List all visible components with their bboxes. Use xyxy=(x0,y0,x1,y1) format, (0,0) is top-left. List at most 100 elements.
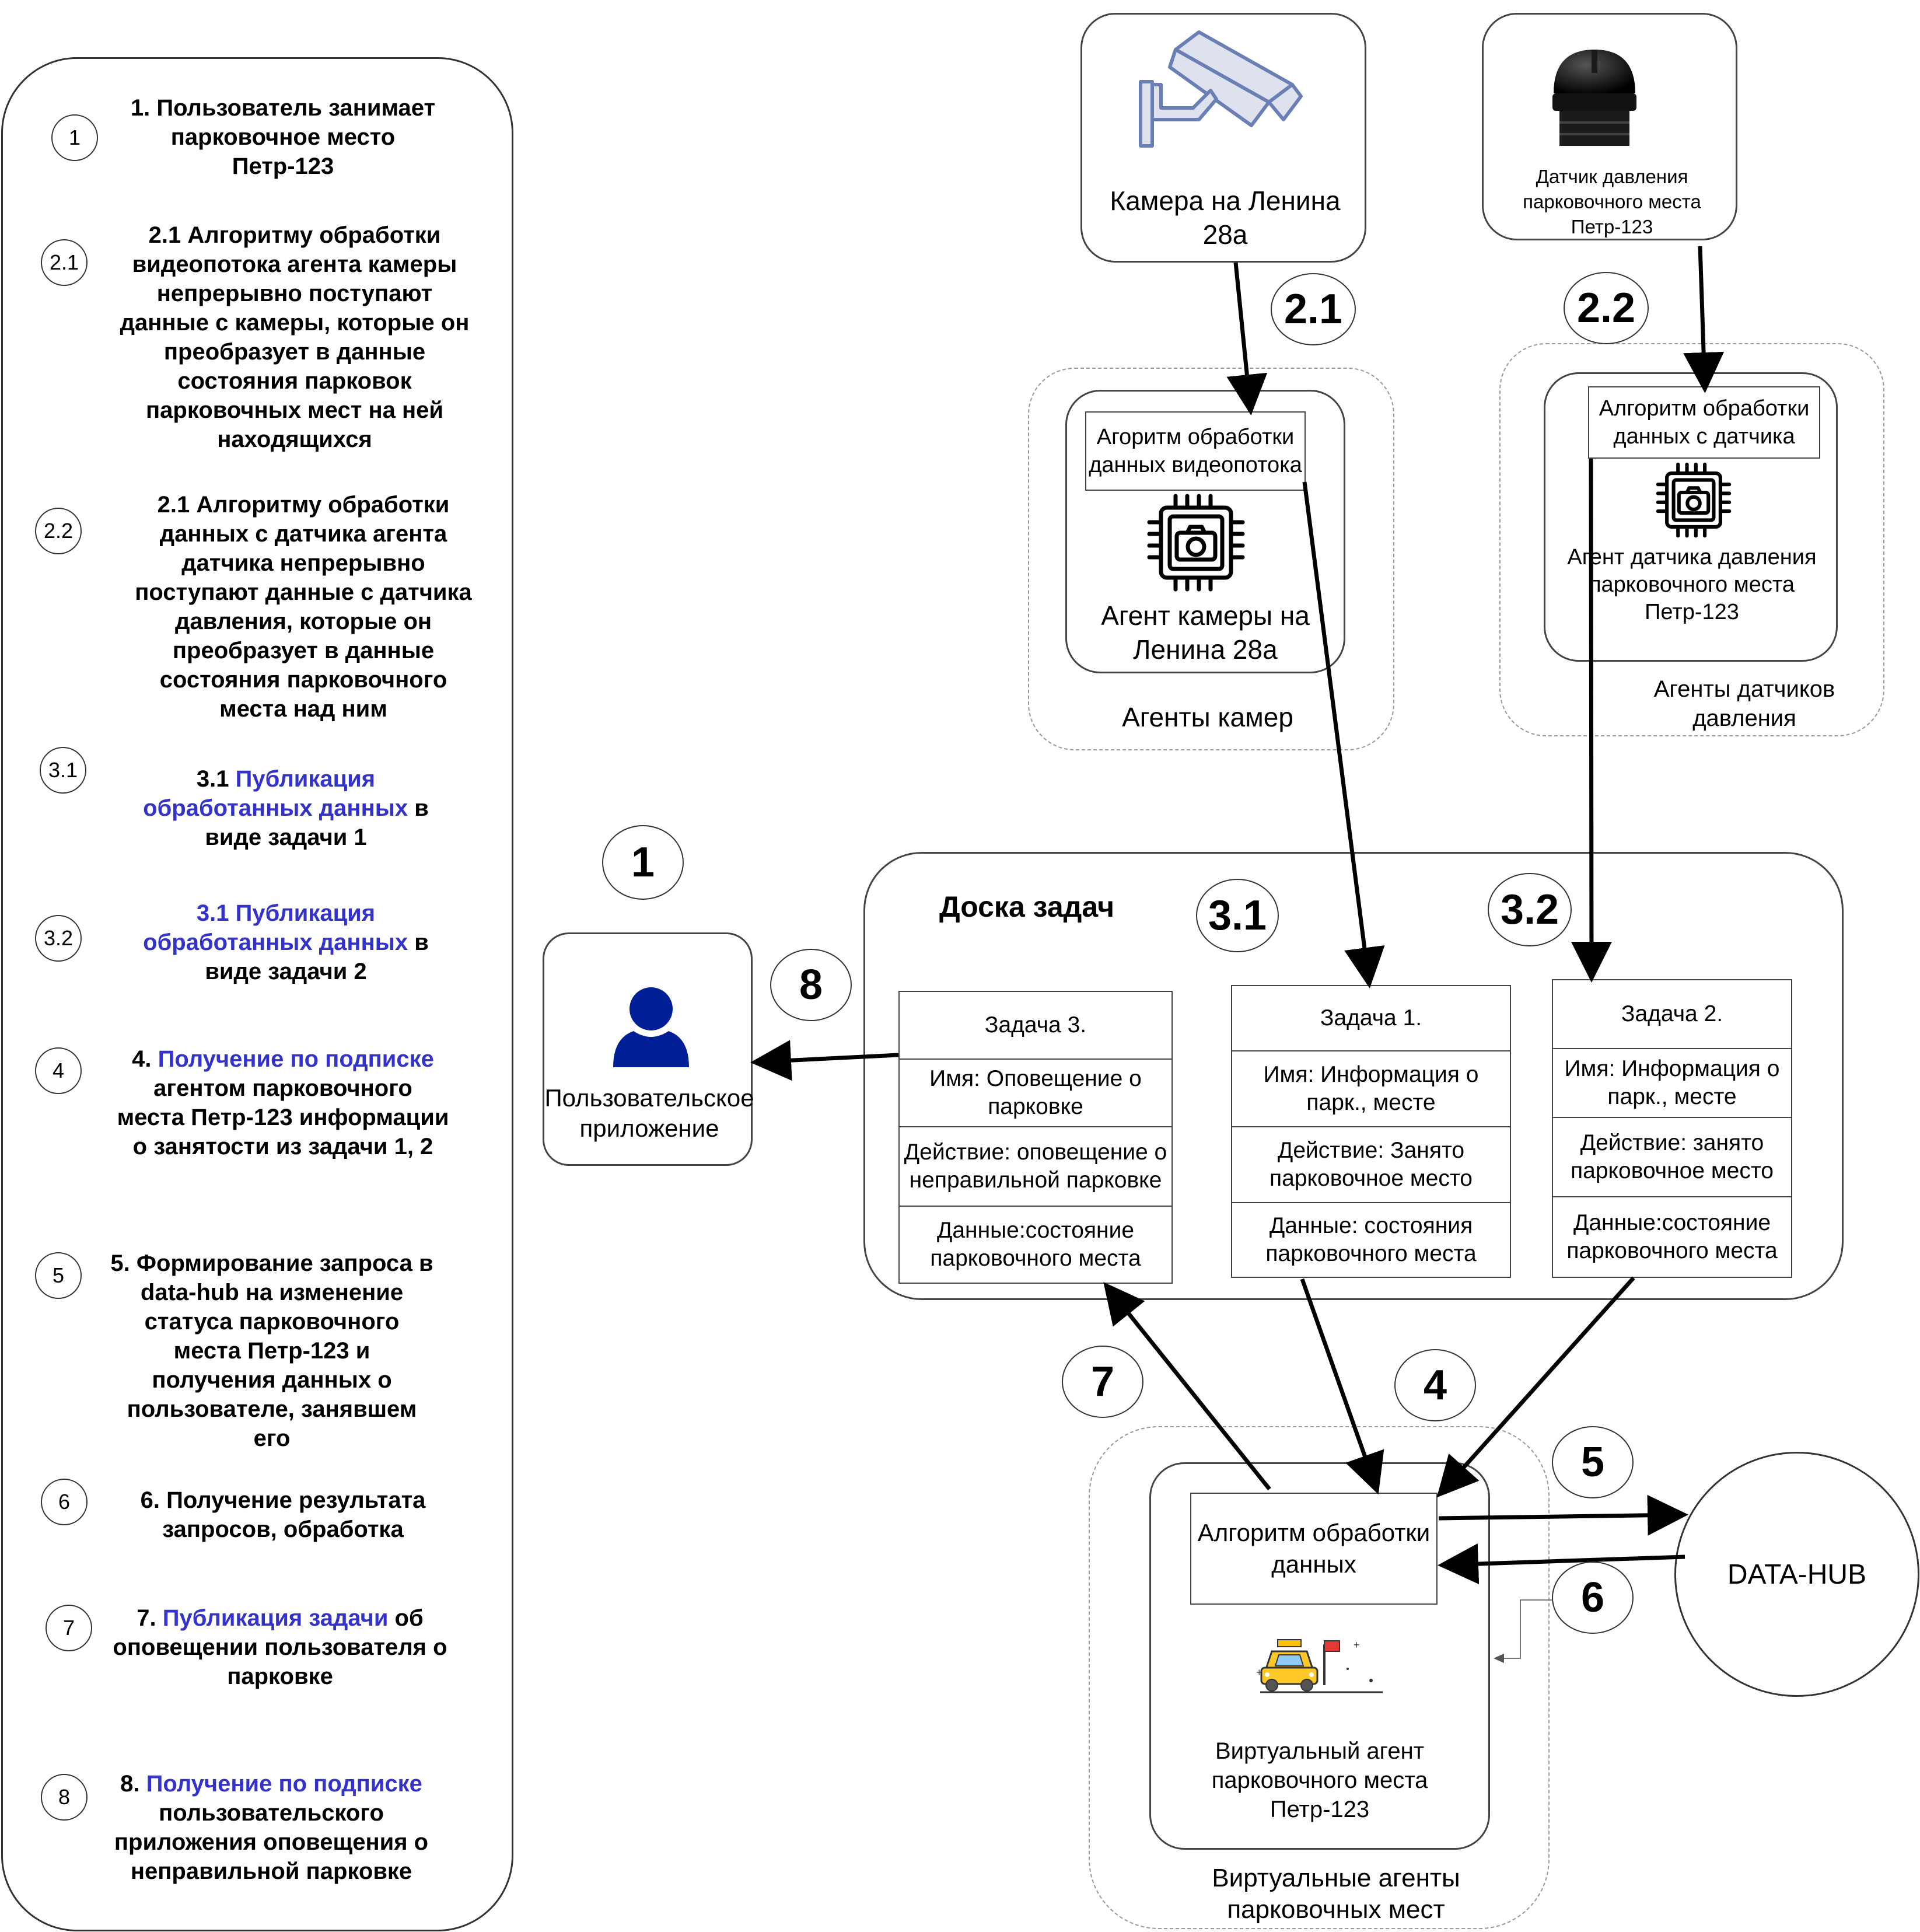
camera-agents-group-label: Агенты камер xyxy=(1122,702,1293,732)
task-title: Задача 1. xyxy=(1232,986,1510,1051)
legend-number-2-2: 2.2 xyxy=(35,508,82,554)
legend-text-part: 8. xyxy=(120,1771,146,1797)
arrow-virtual-agent-to-task3 xyxy=(1103,1282,1271,1491)
legend-text-part: пользовательского приложения оповещения … xyxy=(114,1800,429,1884)
step-2-2: 2.2 xyxy=(1564,272,1649,344)
camera-chip-icon xyxy=(1656,462,1732,538)
arrow-task3-to-user xyxy=(750,1040,899,1081)
sensor-agents-group xyxy=(1499,343,1884,736)
legend-text-part: в виде задачи 2 xyxy=(205,930,429,984)
arrow-task2-to-virtual-agent xyxy=(1436,1276,1635,1498)
legend-number-3-2: 3.2 xyxy=(35,915,82,962)
legend-number-8: 8 xyxy=(41,1774,88,1821)
step-3-2: 3.2 xyxy=(1488,873,1572,946)
svg-text:+: + xyxy=(1256,1667,1262,1678)
camera-agent-label: Агент камеры на Ленина 28а xyxy=(1101,600,1310,665)
pressure-sensor-label: Датчик давления парковочного места Петр-… xyxy=(1523,166,1701,237)
legend-text-part: 2.1 Алгоритму обработки данных с датчика… xyxy=(135,492,472,722)
taxi-parking-icon: ++ xyxy=(1256,1639,1383,1693)
pressure-sensor-box: Датчик давления парковочного места Петр-… xyxy=(1482,13,1737,240)
camera-chip-icon xyxy=(1147,494,1245,592)
legend-text-part: 2.1 Алгоритму обработки видеопотока аген… xyxy=(120,222,470,452)
legend-text-part: 3.1 Публикация обработанных данных xyxy=(143,900,408,955)
legend-text-part: Получение по подписке xyxy=(146,1771,422,1797)
legend-number-2-1: 2.1 xyxy=(41,239,88,286)
camera-box: Камера на Ленина 28а xyxy=(1080,13,1366,263)
legend-text-part: 1. Пользователь занимает парковочное мес… xyxy=(130,95,436,179)
legend-text-part: Публикация обработанных данных xyxy=(143,766,408,821)
sensor-agent-label: Агент датчика давления парковочного мест… xyxy=(1567,545,1817,624)
video-algorithm-box: Агоритм обработки данных видеопотока xyxy=(1085,411,1306,491)
step-3-1: 3.1 xyxy=(1196,879,1279,952)
legend-text-part: 5. Формирование запроса в data-hub на из… xyxy=(110,1250,433,1451)
legend-number-3-1: 3.1 xyxy=(40,747,86,794)
task-name: Имя: Информация о парк., месте xyxy=(1232,1051,1510,1127)
task-name: Имя: Оповещение о парковке xyxy=(900,1060,1171,1127)
legend-text-2-2: 2.1 Алгоритму обработки данных с датчика… xyxy=(128,490,478,724)
arrow-data-hub-response xyxy=(1438,1543,1685,1585)
svg-text:+: + xyxy=(1354,1639,1360,1651)
arrow-camera-to-agent xyxy=(1226,262,1268,415)
virtual-agents-group-label: Виртуальные агенты парковочных мест xyxy=(1212,1864,1460,1924)
legend-text-2-1: 2.1 Алгоритму обработки видеопотока аген… xyxy=(117,221,473,454)
legend-text-3-2: 3.1 Публикация обработанных данных в вид… xyxy=(128,899,443,986)
legend-text-3-1: 3.1 Публикация обработанных данных в вид… xyxy=(128,764,443,852)
task-data: Данные:состояние парковочного места xyxy=(930,1218,1141,1271)
camera-label: Камера на Ленина 28а xyxy=(1110,186,1341,250)
user-app-box: Пользовательское приложение xyxy=(543,932,754,1166)
step-1: 1 xyxy=(602,825,684,900)
camera-agents-group xyxy=(1028,368,1394,750)
task-action: Действие: оповещение о неправильной парк… xyxy=(900,1127,1171,1207)
user-app-label: Пользовательское приложение xyxy=(544,1084,754,1142)
arrow-sensor-to-agent xyxy=(1683,246,1725,393)
legend-text-5: 5. Формирование запроса в data-hub на из… xyxy=(109,1249,435,1453)
task-action: Действие: Занято парковочное место xyxy=(1232,1127,1510,1203)
task-board-title: Доска задач xyxy=(939,890,1114,923)
legend-text-4: 4. Получение по подписке агентом парково… xyxy=(117,1044,449,1161)
pressure-sensor-icon xyxy=(1552,50,1636,146)
legend-text-part: в виде задачи 1 xyxy=(205,795,429,850)
legend-text-part: об оповещении пользователя о парковке xyxy=(113,1605,447,1689)
legend-text-1: 1. Пользователь занимает парковочное мес… xyxy=(117,93,449,181)
arrow-task1-to-virtual-agent xyxy=(1300,1278,1384,1495)
arrow-request-to-data-hub xyxy=(1438,1494,1688,1536)
task-name: Имя: Информация о парк., месте xyxy=(1553,1049,1791,1118)
data-algorithm-box: Алгоритм обработки данных xyxy=(1190,1493,1438,1605)
legend-text-part: 3.1 xyxy=(196,766,236,792)
task-data: Данные:состояние парковочного места xyxy=(1566,1210,1778,1263)
legend-text-part: 7. xyxy=(137,1605,163,1631)
legend-text-part: 6. Получение результата запросов, обрабо… xyxy=(140,1487,426,1542)
step-8: 8 xyxy=(770,949,852,1021)
legend-number-6: 6 xyxy=(41,1479,88,1525)
task-data: Данные: состояния парковочного места xyxy=(1265,1213,1477,1266)
legend-number-1: 1 xyxy=(51,114,98,161)
step-6: 6 xyxy=(1552,1561,1634,1634)
legend-text-8: 8. Получение по подписке пользовательско… xyxy=(99,1769,443,1886)
task-action: Действие: занято парковочное место xyxy=(1553,1118,1791,1197)
arrow-camera-agent-to-task1 xyxy=(1302,481,1385,988)
task-title: Задача 2. xyxy=(1553,980,1791,1049)
step-2-1: 2.1 xyxy=(1271,273,1356,345)
step-4: 4 xyxy=(1394,1349,1476,1421)
legend-text-part: Публикация задачи xyxy=(162,1605,389,1631)
task-title: Задача 3. xyxy=(900,992,1171,1060)
virtual-agent-label: Виртуальный агент парковочного места Пет… xyxy=(1211,1738,1428,1822)
legend-number-4: 4 xyxy=(35,1047,82,1094)
task-2: Задача 2. Имя: Информация о парк., месте… xyxy=(1552,979,1792,1278)
legend-number-7: 7 xyxy=(46,1605,92,1651)
legend-text-part: агентом парковочного места Петр-123 инфо… xyxy=(117,1075,449,1159)
data-hub: DATA-HUB xyxy=(1674,1452,1919,1697)
task-1: Задача 1. Имя: Информация о парк., месте… xyxy=(1231,985,1511,1278)
legend-text-part: Получение по подписке xyxy=(158,1046,434,1072)
user-icon xyxy=(613,987,689,1067)
sensor-agents-group-label: Агенты датчиков давления xyxy=(1653,676,1835,731)
connector-small xyxy=(1494,1599,1552,1663)
sensor-algorithm-box: Алгоритм обработки данных с датчика xyxy=(1588,386,1820,459)
task-3: Задача 3. Имя: Оповещение о парковке Дей… xyxy=(898,991,1173,1284)
arrow-sensor-agent-to-task2 xyxy=(1571,458,1612,983)
step-5: 5 xyxy=(1552,1426,1634,1498)
legend-number-5: 5 xyxy=(35,1252,82,1299)
legend-text-part: 4. xyxy=(132,1046,158,1072)
step-7: 7 xyxy=(1062,1346,1143,1418)
